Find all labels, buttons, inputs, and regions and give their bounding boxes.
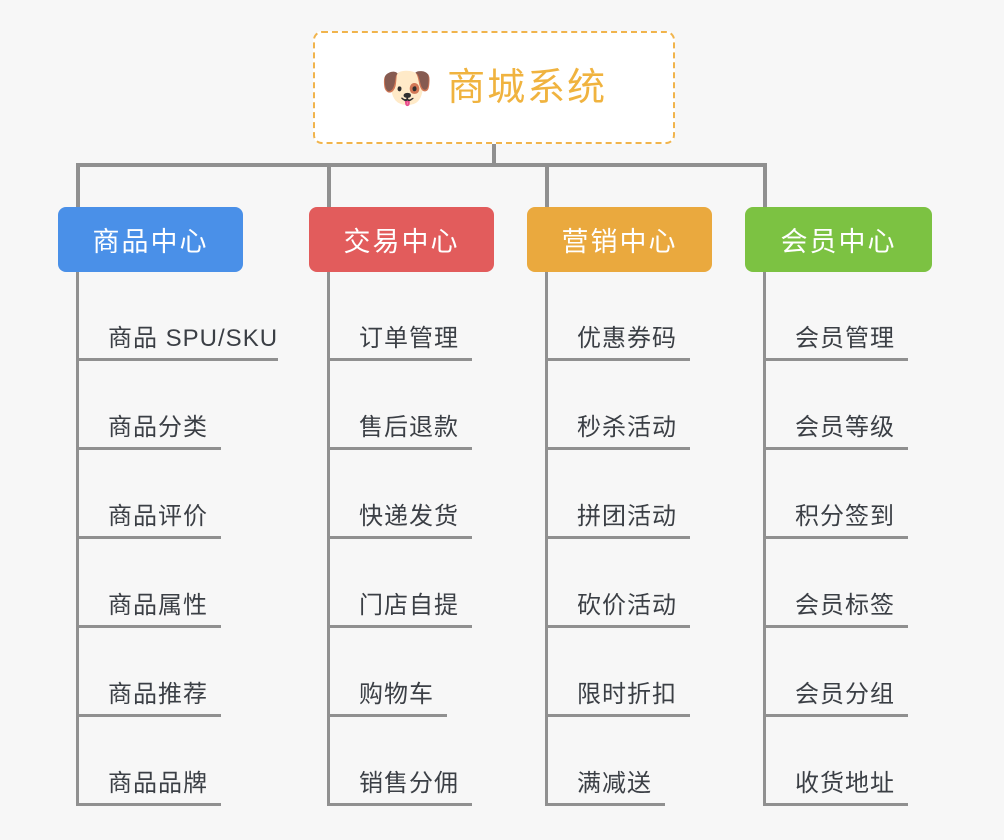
leaf-item[interactable]: 销售分佣 bbox=[327, 717, 472, 806]
category-header-label: 营销中心 bbox=[561, 227, 678, 257]
leaf-item[interactable]: 购物车 bbox=[327, 628, 447, 717]
column-trunk-line bbox=[763, 272, 766, 806]
leaf-item-label: 销售分佣 bbox=[359, 769, 459, 797]
drop-line-marketing-center bbox=[545, 163, 549, 207]
leaf-item-label: 砍价活动 bbox=[577, 591, 677, 619]
column-trunk-line bbox=[545, 272, 548, 806]
leaf-item-label: 拼团活动 bbox=[577, 502, 677, 530]
leaf-item-label: 会员管理 bbox=[795, 324, 895, 352]
category-header-label: 会员中心 bbox=[780, 227, 897, 257]
leaf-item-label: 订单管理 bbox=[359, 324, 459, 352]
leaf-item-label: 会员标签 bbox=[795, 591, 895, 619]
leaf-item-label: 商品评价 bbox=[108, 502, 208, 530]
drop-line-member-center bbox=[763, 163, 767, 207]
root-title: 商城系统 bbox=[447, 66, 608, 109]
category-header-trade-center[interactable]: 交易中心 bbox=[309, 207, 494, 272]
leaf-item-label: 限时折扣 bbox=[577, 680, 677, 708]
column-trunk-line bbox=[76, 272, 79, 806]
leaf-item-label: 优惠券码 bbox=[577, 324, 677, 352]
leaf-item-label: 门店自提 bbox=[359, 591, 459, 619]
leaf-item[interactable]: 积分签到 bbox=[763, 450, 908, 539]
leaf-item-label: 会员分组 bbox=[795, 680, 895, 708]
shiba-dog-icon: 🐶 bbox=[380, 63, 434, 111]
leaf-item[interactable]: 满减送 bbox=[545, 717, 665, 806]
category-header-label: 交易中心 bbox=[343, 227, 460, 257]
leaf-item[interactable]: 商品品牌 bbox=[76, 717, 221, 806]
root-stem-line bbox=[492, 144, 496, 167]
leaf-item-label: 商品品牌 bbox=[108, 769, 208, 797]
leaf-item-label: 商品 SPU/SKU bbox=[108, 324, 279, 352]
leaf-item-label: 购物车 bbox=[359, 680, 434, 708]
leaf-item[interactable]: 秒杀活动 bbox=[545, 361, 690, 450]
leaf-item[interactable]: 售后退款 bbox=[327, 361, 472, 450]
leaf-item-label: 售后退款 bbox=[359, 413, 459, 441]
leaf-item-list: 商品 SPU/SKU 商品分类商品评价商品属性商品推荐商品品牌 bbox=[76, 272, 278, 806]
leaf-item[interactable]: 优惠券码 bbox=[545, 272, 690, 361]
category-header-marketing-center[interactable]: 营销中心 bbox=[527, 207, 712, 272]
leaf-item[interactable]: 收货地址 bbox=[763, 717, 908, 806]
distribution-bar-line bbox=[76, 163, 767, 167]
root-node[interactable]: 🐶 商城系统 bbox=[313, 31, 675, 144]
category-header-product-center[interactable]: 商品中心 bbox=[58, 207, 243, 272]
leaf-item[interactable]: 订单管理 bbox=[327, 272, 472, 361]
leaf-item[interactable]: 拼团活动 bbox=[545, 450, 690, 539]
leaf-item[interactable]: 商品分类 bbox=[76, 361, 221, 450]
leaf-item-label: 秒杀活动 bbox=[577, 413, 677, 441]
leaf-item-list: 订单管理售后退款快递发货门店自提购物车销售分佣 bbox=[327, 272, 472, 806]
leaf-item-label: 满减送 bbox=[577, 769, 652, 797]
leaf-item-label: 快递发货 bbox=[359, 502, 459, 530]
leaf-item-label: 收货地址 bbox=[795, 769, 895, 797]
column-trunk-line bbox=[327, 272, 330, 806]
leaf-item-label: 会员等级 bbox=[795, 413, 895, 441]
leaf-item[interactable]: 会员等级 bbox=[763, 361, 908, 450]
category-header-member-center[interactable]: 会员中心 bbox=[745, 207, 932, 272]
leaf-item[interactable]: 砍价活动 bbox=[545, 539, 690, 628]
leaf-item[interactable]: 会员分组 bbox=[763, 628, 908, 717]
leaf-item[interactable]: 门店自提 bbox=[327, 539, 472, 628]
leaf-item[interactable]: 会员标签 bbox=[763, 539, 908, 628]
category-header-label: 商品中心 bbox=[92, 227, 209, 257]
leaf-item-label: 商品属性 bbox=[108, 591, 208, 619]
leaf-item[interactable]: 商品 SPU/SKU bbox=[76, 272, 278, 361]
leaf-item-list: 会员管理会员等级积分签到会员标签会员分组收货地址 bbox=[763, 272, 908, 806]
leaf-item[interactable]: 商品推荐 bbox=[76, 628, 221, 717]
leaf-item-list: 优惠券码秒杀活动拼团活动砍价活动限时折扣满减送 bbox=[545, 272, 690, 806]
drop-line-trade-center bbox=[327, 163, 331, 207]
leaf-item-label: 商品分类 bbox=[108, 413, 208, 441]
leaf-item[interactable]: 限时折扣 bbox=[545, 628, 690, 717]
leaf-item-label: 积分签到 bbox=[795, 502, 895, 530]
leaf-item-label: 商品推荐 bbox=[108, 680, 208, 708]
leaf-item[interactable]: 商品属性 bbox=[76, 539, 221, 628]
leaf-item[interactable]: 快递发货 bbox=[327, 450, 472, 539]
leaf-item[interactable]: 会员管理 bbox=[763, 272, 908, 361]
leaf-item[interactable]: 商品评价 bbox=[76, 450, 221, 539]
drop-line-product-center bbox=[76, 163, 80, 207]
